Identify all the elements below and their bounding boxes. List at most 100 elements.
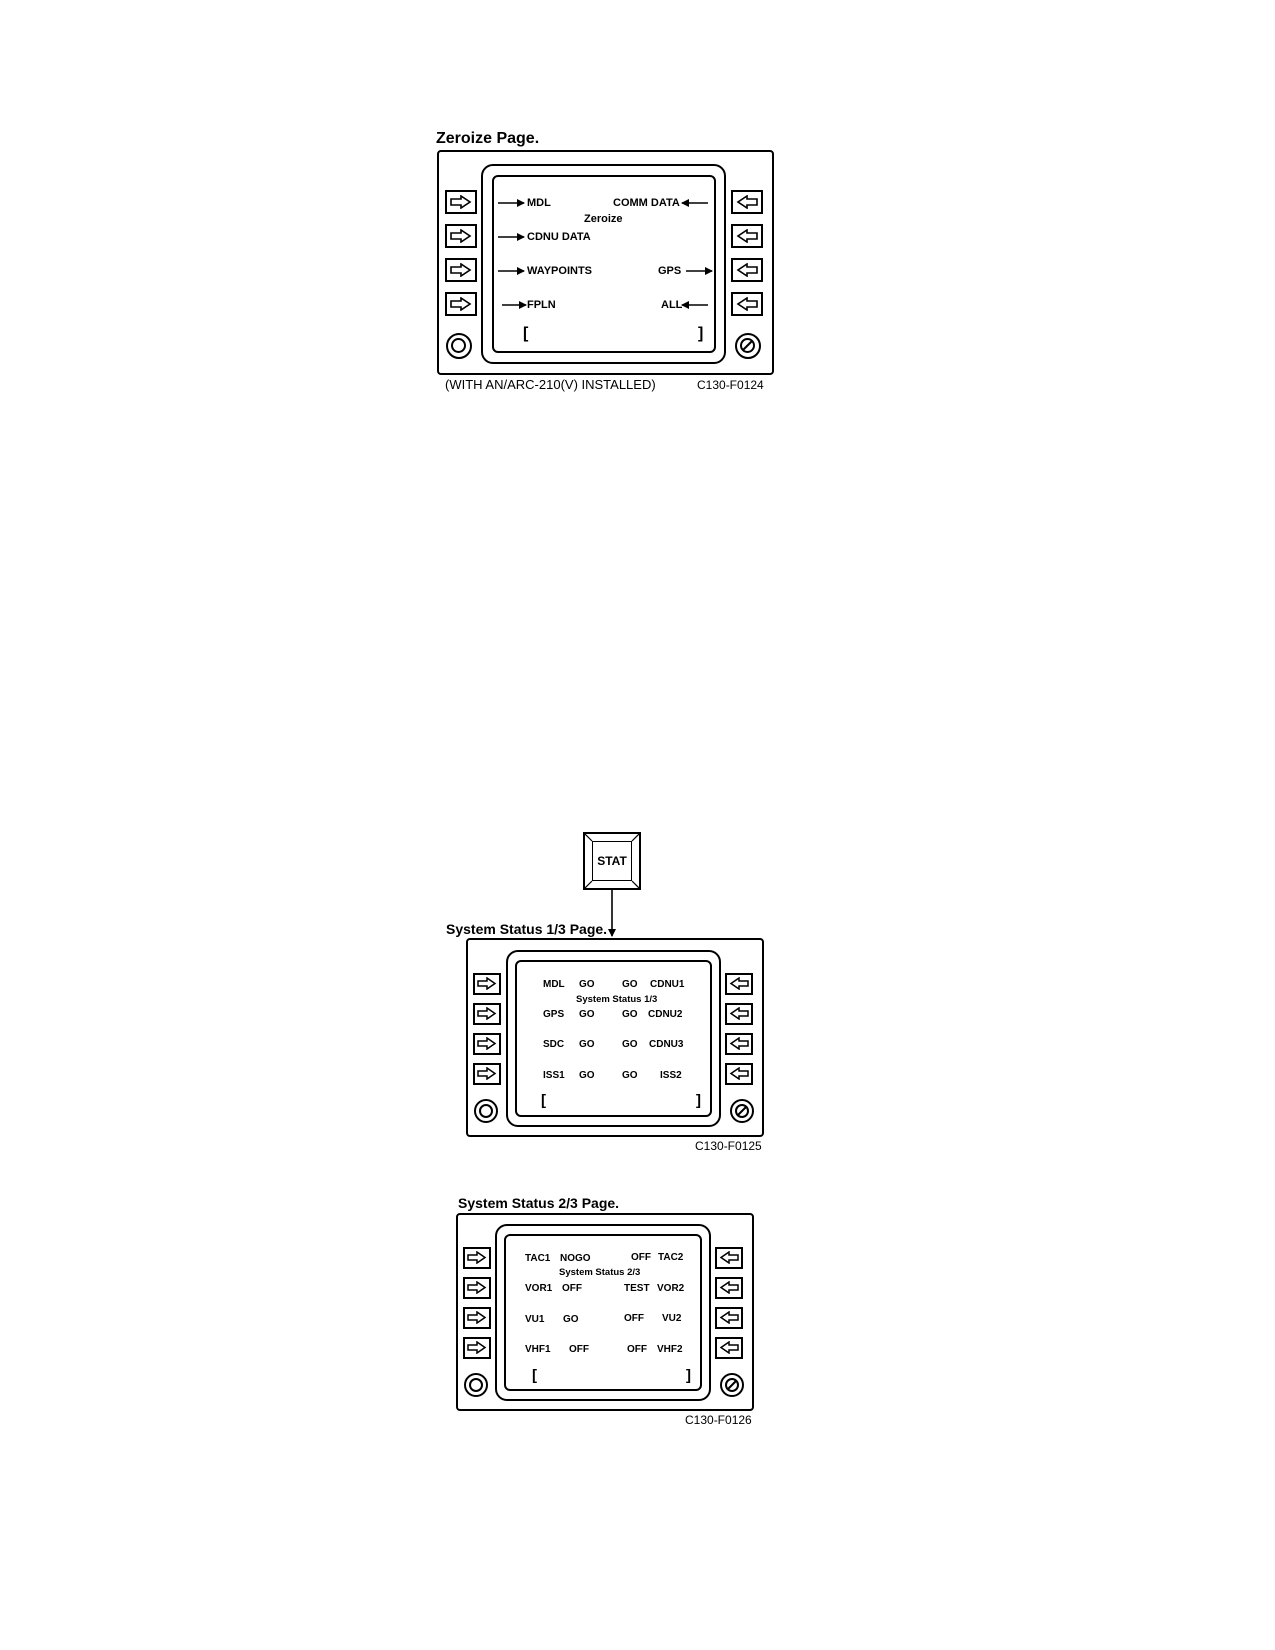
zeroize-lsk-left-3[interactable] — [445, 258, 477, 282]
status2-lsk-right-3[interactable] — [715, 1307, 743, 1329]
scroll-up-down-icon — [528, 1090, 540, 1112]
arrow-left-icon — [729, 1007, 749, 1020]
status1-lsk-right-3[interactable] — [725, 1033, 753, 1055]
status2-row1-right-val: OFF — [631, 1252, 651, 1263]
arrow-right-icon — [477, 1037, 497, 1050]
slash-icon — [737, 1106, 747, 1116]
status2-lsk-right-4[interactable] — [715, 1337, 743, 1359]
arrow-left-icon — [719, 1251, 739, 1264]
status2-brightness-knob[interactable] — [464, 1373, 488, 1397]
arrow-left-icon — [729, 977, 749, 990]
status2-row1-left-val: NOGO — [560, 1253, 591, 1264]
status1-lsk-right-2[interactable] — [725, 1003, 753, 1025]
arrow-right-icon — [467, 1251, 487, 1264]
status1-lsk-left-4[interactable] — [473, 1063, 501, 1085]
arrow-right-icon — [477, 977, 497, 990]
zeroize-label-gps: GPS — [658, 265, 682, 277]
status2-row4-left-val: OFF — [569, 1344, 589, 1355]
status1-title: System Status 1/3 Page. — [446, 921, 608, 937]
status1-row3-right: CDNU3 — [649, 1039, 684, 1050]
status1-row2-left-val: GO — [579, 1009, 595, 1020]
knob-ring-icon — [451, 338, 466, 353]
arrow-right-icon — [450, 229, 472, 243]
status2-lsk-right-2[interactable] — [715, 1277, 743, 1299]
zeroize-screen-title: Zeroize — [584, 213, 623, 225]
knob-ring-icon — [479, 1104, 493, 1118]
status1-row3-right-val: GO — [622, 1039, 638, 1050]
status2-row2-left: VOR1 — [525, 1283, 553, 1294]
zeroize-lsk-right-2[interactable] — [731, 224, 763, 248]
zeroize-lsk-left-4[interactable] — [445, 292, 477, 316]
arrow-right-icon — [450, 297, 472, 311]
knob-ring-icon — [469, 1378, 483, 1392]
arrow-left-icon — [719, 1311, 739, 1324]
status2-row4-right-val: OFF — [627, 1344, 647, 1355]
arrow-left-icon — [736, 297, 758, 311]
status1-row1-right-val: GO — [622, 979, 638, 990]
zeroize-label-waypoints: WAYPOINTS — [527, 265, 592, 277]
arrow-right-icon — [450, 263, 472, 277]
zeroize-lsk-right-3[interactable] — [731, 258, 763, 282]
status1-row4-right: ISS2 — [660, 1070, 682, 1081]
zeroize-brightness-knob[interactable] — [446, 333, 472, 359]
slash-icon — [742, 340, 753, 351]
status1-row4-left-val: GO — [579, 1070, 595, 1081]
status2-dim-knob[interactable] — [720, 1373, 744, 1397]
status1-row2-left: GPS — [543, 1009, 565, 1020]
status1-row3-left-val: GO — [579, 1039, 595, 1050]
arrow-right-icon — [467, 1341, 487, 1354]
status1-dim-knob[interactable] — [730, 1099, 754, 1123]
zeroize-lsk-left-2[interactable] — [445, 224, 477, 248]
arrow-right-icon — [477, 1067, 497, 1080]
status2-lsk-right-1[interactable] — [715, 1247, 743, 1269]
stat-key[interactable]: STAT — [583, 832, 641, 890]
arrow-right-icon — [467, 1311, 487, 1324]
status2-lsk-left-3[interactable] — [463, 1307, 491, 1329]
status1-screen — [515, 960, 712, 1117]
arrow-left-icon — [736, 229, 758, 243]
status1-row4-right-val: GO — [622, 1070, 638, 1081]
arrow-left-icon — [729, 1067, 749, 1080]
status2-row1-right: TAC2 — [658, 1252, 684, 1263]
zeroize-label-all: ALL — [661, 299, 683, 311]
status1-row2-right: CDNU2 — [648, 1009, 683, 1020]
status1-lsk-right-4[interactable] — [725, 1063, 753, 1085]
knob-slashed-icon — [735, 1104, 749, 1118]
status2-row2-left-val: OFF — [562, 1283, 582, 1294]
zeroize-lsk-left-1[interactable] — [445, 190, 477, 214]
status1-screen-title: System Status 1/3 — [576, 994, 658, 1005]
status1-row1-right: CDNU1 — [650, 979, 685, 990]
status1-lsk-left-1[interactable] — [473, 973, 501, 995]
status2-row4-right: VHF2 — [657, 1344, 683, 1355]
status1-brightness-knob[interactable] — [474, 1099, 498, 1123]
status2-lsk-left-2[interactable] — [463, 1277, 491, 1299]
status2-lsk-left-4[interactable] — [463, 1337, 491, 1359]
status1-scratchpad-close: ] — [696, 1092, 701, 1109]
status2-row3-left-val: GO — [563, 1314, 579, 1325]
arrow-right-icon — [450, 195, 472, 209]
stat-key-label: STAT — [597, 854, 627, 868]
status1-lsk-left-2[interactable] — [473, 1003, 501, 1025]
status1-row2-right-val: GO — [622, 1009, 638, 1020]
zeroize-screen — [492, 175, 716, 353]
zeroize-dim-knob[interactable] — [735, 333, 761, 359]
zeroize-scratchpad-open: [ — [523, 325, 529, 342]
arrow-left-icon — [719, 1281, 739, 1294]
status2-row2-right: VOR2 — [657, 1283, 685, 1294]
zeroize-lsk-right-1[interactable] — [731, 190, 763, 214]
zeroize-caption: (WITH AN/ARC-210(V) INSTALLED) — [445, 377, 656, 392]
status2-lsk-left-1[interactable] — [463, 1247, 491, 1269]
arrow-right-icon — [477, 1007, 497, 1020]
status2-screen-title: System Status 2/3 — [559, 1267, 641, 1278]
status1-lsk-left-3[interactable] — [473, 1033, 501, 1055]
zeroize-label-fpln: FPLN — [527, 299, 556, 311]
status2-figure-id: C130-F0126 — [685, 1413, 752, 1427]
arrow-left-icon — [719, 1341, 739, 1354]
zeroize-scratchpad-close: ] — [698, 325, 704, 342]
zeroize-label-cdnu-data: CDNU DATA — [527, 231, 591, 243]
status2-row3-right-val: OFF — [624, 1313, 644, 1324]
knob-slashed-icon — [725, 1378, 739, 1392]
arrow-left-icon — [736, 263, 758, 277]
zeroize-lsk-right-4[interactable] — [731, 292, 763, 316]
status1-lsk-right-1[interactable] — [725, 973, 753, 995]
